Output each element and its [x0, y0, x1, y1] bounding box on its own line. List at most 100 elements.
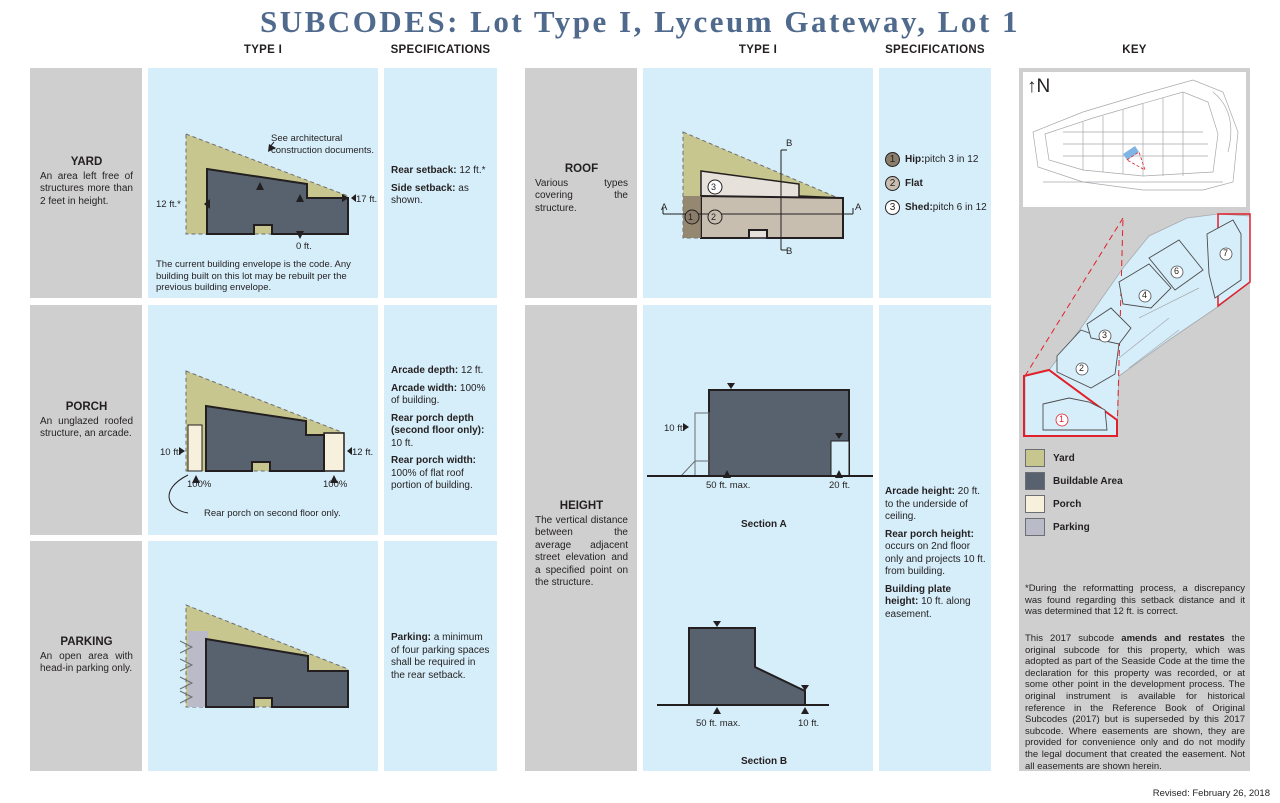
parking-specs: Parking: a minimum of four parking space…: [391, 632, 491, 687]
legend-yard-swatch: [1025, 449, 1045, 467]
roof-diagram: [662, 131, 854, 251]
key-lot-2: 2: [1079, 363, 1085, 373]
porch-spec-arcade-depth: Arcade depth: 12 ft.: [391, 365, 484, 376]
parking-description: An open area with head-in parking only.: [40, 650, 133, 675]
key-lot-4: 4: [1142, 290, 1148, 300]
parking-diagram: [179, 604, 349, 708]
roof-label-panel: [525, 68, 637, 298]
porch-specs: Arcade depth: 12 ft. Arcade width: 100% …: [391, 365, 491, 498]
yard-title: YARD: [70, 156, 103, 168]
roof-section-a-left: A: [661, 202, 668, 213]
height-section-b-caption: Section B: [741, 756, 788, 767]
parking-label: PARKING An open area with head-in parkin…: [40, 636, 133, 676]
header-key: KEY: [1122, 44, 1147, 56]
north-icon: ↑N: [1027, 76, 1051, 97]
porch-note: Rear porch on second floor only.: [204, 508, 341, 519]
height-section-a-caption: Section A: [741, 519, 787, 530]
legend-porch-swatch: [1025, 495, 1045, 513]
yard-description: An area left free of structures more tha…: [40, 170, 133, 207]
porch-spec-rear-depth: Rear porch depth (second floor only): 10…: [391, 412, 485, 449]
roof-marker-3: 3: [711, 182, 717, 192]
porch-spec-arcade-width: Arcade width: 100% of building.: [391, 382, 486, 407]
key-lot-6: 6: [1174, 266, 1180, 276]
porch-dim-right: 12 ft.: [352, 447, 374, 458]
legend-parking-swatch: [1025, 518, 1045, 536]
parking-title: PARKING: [60, 636, 113, 648]
height-b-dim-max: 50 ft. max.: [696, 718, 741, 729]
legend-buildable-swatch: [1025, 472, 1045, 490]
parking-spec-panel: [384, 541, 497, 771]
height-spec-panel: [879, 305, 991, 771]
header-specs-right: SPECIFICATIONS: [885, 44, 985, 56]
yard-spec-side: Side setback: as shown.: [391, 182, 469, 207]
height-a-dim-right: 20 ft.: [829, 480, 851, 491]
north-label: N: [1036, 76, 1051, 97]
legend-yard: Yard: [1025, 449, 1075, 467]
roof-type-hip: 1 Hip: pitch 3 in 12: [885, 152, 978, 167]
porch-spec-panel: [384, 305, 497, 535]
height-a-dim-left: 10 ft.: [664, 423, 686, 434]
yard-label-panel: [30, 68, 142, 298]
height-title: HEIGHT: [559, 500, 604, 512]
height-specs: Arcade height: 20 ft. to the underside o…: [885, 486, 987, 626]
roof-marker-1: 1: [688, 212, 694, 222]
parking-label-panel: [30, 541, 142, 771]
height-label: HEIGHT The vertical distance between the…: [535, 500, 628, 590]
yard-spec-rear: Rear setback: 12 ft.*: [391, 165, 486, 176]
roof-description: Various types covering the structure.: [535, 177, 628, 214]
roof-label: ROOF Various types covering the structur…: [535, 163, 628, 215]
yard-spec-panel: [384, 68, 497, 298]
header-specs-left: SPECIFICATIONS: [390, 44, 491, 56]
yard-diagram: [185, 133, 356, 239]
height-b-dim-right: 10 ft.: [798, 718, 820, 729]
yard-dim-left: 12 ft.*: [156, 199, 181, 210]
yard-label: YARD An area left free of structures mor…: [40, 156, 133, 208]
porch-pct-right: 100%: [323, 479, 348, 490]
page-title: SUBCODES: Lot Type I, Lyceum Gateway, Lo…: [260, 4, 1020, 39]
roof-section-b-bottom: B: [786, 246, 793, 257]
key-lot-1: 1: [1059, 414, 1065, 424]
legend-porch: Porch: [1025, 495, 1081, 513]
porch-dim-left: 10 ft.: [160, 447, 182, 458]
porch-pct-left: 100%: [187, 479, 212, 490]
roof-type-flat-icon: 2: [885, 176, 900, 191]
height-a-dim-max: 50 ft. max.: [706, 480, 751, 491]
parking-spec: Parking: a minimum of four parking space…: [391, 632, 490, 681]
roof-title: ROOF: [564, 163, 599, 175]
key-lot-7: 7: [1223, 248, 1229, 258]
key-site-map-drawing: [1032, 79, 1239, 191]
key-detail-map: [1023, 213, 1251, 437]
roof-type-shed-icon: 3: [885, 200, 900, 215]
height-section-b-diagram: [657, 621, 829, 714]
height-description: The vertical distance between the averag…: [535, 514, 628, 589]
height-spec-rear-porch: Rear porch height: occurs on 2nd floor o…: [885, 528, 986, 578]
key-lot-3: 3: [1102, 330, 1108, 340]
roof-section-a-right: A: [855, 202, 862, 213]
roof-type-hip-icon: 1: [885, 152, 900, 167]
height-spec-arcade: Arcade height: 20 ft. to the underside o…: [885, 486, 981, 522]
porch-title: PORCH: [65, 401, 108, 413]
header-type-left: TYPE I: [243, 44, 283, 56]
roof-type-flat: 2 Flat: [885, 176, 923, 191]
height-spec-plate: Building plate height: 10 ft. along ease…: [885, 583, 971, 620]
yard-specs: Rear setback: 12 ft.* Side setback: as s…: [391, 165, 493, 213]
footnote-amends: This 2017 subcode amends and restates th…: [1025, 633, 1245, 772]
height-label-panel: [525, 305, 637, 771]
roof-marker-2: 2: [711, 212, 717, 222]
legend-parking: Parking: [1025, 518, 1090, 536]
yard-dim-right: 17 ft.: [356, 194, 378, 205]
porch-spec-rear-width: Rear porch width: 100% of flat roof port…: [391, 455, 477, 491]
porch-label: PORCH An unglazed roofed structure, an a…: [40, 401, 133, 441]
revised-date: Revised: February 26, 2018: [1152, 788, 1270, 799]
height-section-a-diagram: [647, 383, 873, 478]
legend-buildable: Buildable Area: [1025, 472, 1123, 490]
header-type-right: TYPE I: [738, 44, 778, 56]
yard-dim-bottom: 0 ft.: [296, 241, 312, 252]
key-site-map: [1023, 72, 1246, 207]
footnote-setback: *During the reformatting process, a disc…: [1025, 583, 1245, 618]
porch-diagram: [168, 370, 352, 514]
yard-note-arch: See architectural construction documents…: [271, 133, 374, 156]
porch-label-panel: [30, 305, 142, 535]
yard-envelope-note: The current building envelope is the cod…: [156, 259, 351, 293]
